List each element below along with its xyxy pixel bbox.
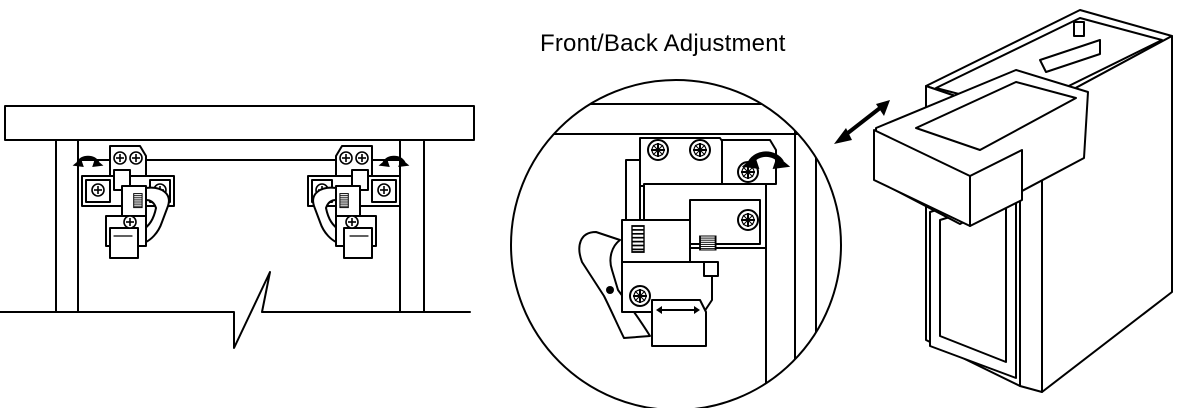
top-board [4,105,475,141]
drawer-interior [915,81,1077,151]
mag-screw-2 [689,139,711,161]
drawer-side [969,149,1023,227]
left-clip-mechanism [70,146,174,258]
cabinet-with-drawer [834,9,1173,393]
mag-screw-4 [629,285,651,307]
right-adjust-arrow-icon [376,155,412,169]
front-back-arrow-icon [834,100,890,144]
drawer-underside-view [0,105,475,349]
mag-screw-3 [737,209,759,231]
drawer-slide-rail [1039,39,1101,73]
mag-lever-pin [606,286,614,294]
mag-screw-1 [647,139,669,161]
mag-bottom-clip [651,299,707,347]
bottom-edge-break [0,271,471,349]
mag-lever-teeth [631,225,645,253]
hinge-detail-magnified [510,79,842,408]
mag-side-plate [625,159,641,223]
magnifier-circle [510,79,842,408]
slide-bracket [1073,21,1085,37]
mag-spring [699,235,717,251]
mag-tab [703,261,719,277]
diagram-title: Front/Back Adjustment [540,30,786,57]
right-clip-mechanism [308,146,412,258]
